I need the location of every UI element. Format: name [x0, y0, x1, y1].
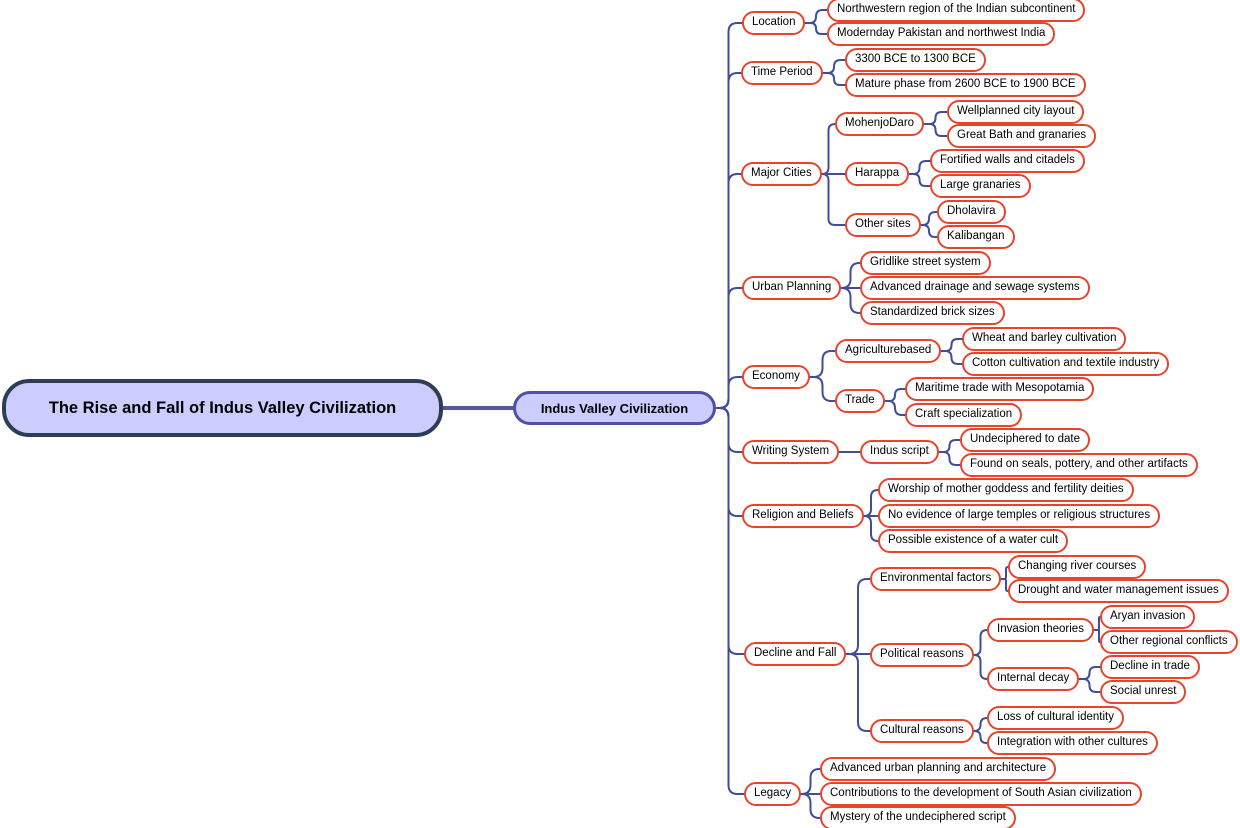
- mindmap-node[interactable]: Standardized brick sizes: [860, 301, 1005, 325]
- mindmap-node[interactable]: Harappa: [845, 162, 910, 186]
- connector-line: [884, 388, 906, 402]
- mindmap-node[interactable]: Religion and Beliefs: [742, 504, 864, 528]
- mindmap-node[interactable]: Mature phase from 2600 BCE to 1900 BCE: [845, 73, 1086, 97]
- mindmap-node[interactable]: Other regional conflicts: [1100, 630, 1238, 654]
- connector-line: [715, 376, 743, 409]
- mindmap-node[interactable]: Other sites: [845, 213, 921, 237]
- connector-line: [908, 173, 931, 187]
- connector-line: [973, 717, 988, 732]
- connector-line: [845, 578, 871, 655]
- mindmap-node[interactable]: Agriculturebased: [835, 339, 942, 363]
- mindmap-node[interactable]: Cultural reasons: [870, 719, 974, 743]
- connector-line: [1093, 616, 1101, 631]
- connector-line: [822, 59, 846, 74]
- mindmap-node[interactable]: Fortified walls and citadels: [930, 149, 1085, 173]
- mindmap-node[interactable]: Urban Planning: [742, 276, 842, 300]
- mindmap-node[interactable]: Craft specialization: [905, 403, 1023, 427]
- mindmap-node[interactable]: Drought and water management issues: [1008, 579, 1229, 603]
- connector-line: [1093, 629, 1101, 643]
- mindmap-node[interactable]: Political reasons: [870, 643, 974, 667]
- mindmap-node[interactable]: Location: [742, 11, 806, 35]
- connector-line: [973, 629, 988, 656]
- connector-line: [920, 211, 938, 226]
- connector-line: [938, 439, 961, 453]
- mindmap-node[interactable]: Modernday Pakistan and northwest India: [827, 22, 1056, 46]
- connector-line: [1078, 666, 1101, 680]
- mindmap-node[interactable]: Cotton cultivation and textile industry: [962, 352, 1170, 376]
- connector-line: [940, 350, 963, 365]
- mindmap-node[interactable]: Environmental factors: [870, 567, 1002, 591]
- mindmap-node[interactable]: No evidence of large temples or religiou…: [878, 504, 1161, 528]
- mindmap-node[interactable]: MohenjoDaro: [835, 112, 925, 136]
- connector-line: [715, 407, 745, 795]
- mindmap-node[interactable]: Found on seals, pottery, and other artif…: [960, 453, 1198, 477]
- mindmap-node[interactable]: Advanced urban planning and architecture: [820, 757, 1057, 781]
- mindmap-node[interactable]: Aryan invasion: [1100, 605, 1196, 629]
- mindmap-node[interactable]: Large granaries: [930, 174, 1031, 198]
- mindmap-node[interactable]: Wheat and barley cultivation: [962, 327, 1127, 351]
- mindmap-node[interactable]: Decline and Fall: [744, 642, 847, 666]
- connector-line: [1000, 578, 1009, 592]
- mindmap-node[interactable]: Major Cities: [741, 162, 822, 186]
- mindmap-node[interactable]: Loss of cultural identity: [987, 706, 1124, 730]
- connector-line: [938, 451, 961, 466]
- connector-line: [800, 768, 821, 795]
- mindmap-node[interactable]: Decline in trade: [1100, 655, 1200, 679]
- connector-line: [804, 22, 828, 35]
- connector-line: [800, 793, 821, 819]
- mindmap-node[interactable]: Northwestern region of the Indian subcon…: [827, 0, 1086, 22]
- connector-line: [809, 376, 836, 402]
- mindmap-node[interactable]: Mystery of the undeciphered script: [820, 806, 1016, 828]
- mindmap-node[interactable]: Economy: [742, 365, 810, 389]
- connector-line: [804, 9, 828, 24]
- connector-line: [845, 653, 871, 732]
- connector-line: [840, 287, 861, 314]
- mindmap-node[interactable]: Maritime trade with Mesopotamia: [905, 377, 1095, 401]
- mindmap-node[interactable]: Indus script: [860, 440, 939, 464]
- connector-line: [840, 262, 861, 289]
- mindmap-node[interactable]: Integration with other cultures: [987, 731, 1158, 755]
- connector-line: [1000, 566, 1009, 580]
- mindmap-node[interactable]: Worship of mother goddess and fertility …: [878, 478, 1134, 502]
- connector-line: [821, 123, 836, 175]
- mindmap-node[interactable]: Gridlike street system: [860, 251, 991, 275]
- connector-line: [884, 400, 906, 416]
- connector-line: [809, 350, 836, 378]
- mindmap-node[interactable]: Time Period: [741, 61, 823, 85]
- mindmap-node[interactable]: Kalibangan: [937, 225, 1015, 249]
- connector-line: [1078, 678, 1101, 693]
- mindmap-node[interactable]: Contributions to the development of Sout…: [820, 782, 1142, 806]
- connector-line: [863, 489, 879, 517]
- mindmap-node[interactable]: Legacy: [744, 782, 802, 806]
- connector-line: [863, 515, 879, 542]
- mindmap-node[interactable]: Writing System: [742, 440, 840, 464]
- mindmap-node[interactable]: Dholavira: [937, 200, 1006, 224]
- mindmap-node[interactable]: Invasion theories: [987, 618, 1094, 642]
- connector-line: [821, 173, 846, 226]
- connector-line: [940, 338, 963, 352]
- connector-line: [973, 730, 988, 744]
- connector-line: [822, 72, 846, 86]
- connector-line: [715, 407, 745, 655]
- mindmap-node[interactable]: Social unrest: [1100, 680, 1187, 704]
- mindmap-node[interactable]: 3300 BCE to 1300 BCE: [845, 48, 986, 72]
- mindmap-node[interactable]: Wellplanned city layout: [947, 100, 1085, 124]
- mindmap-node[interactable]: Undeciphered to date: [960, 428, 1090, 452]
- root-topic-node[interactable]: The Rise and Fall of Indus Valley Civili…: [2, 379, 443, 437]
- connector-line: [908, 160, 931, 175]
- connector-line: [920, 224, 938, 238]
- central-topic-node[interactable]: Indus Valley Civilization: [513, 391, 716, 425]
- mindmap-node[interactable]: Possible existence of a water cult: [878, 529, 1069, 553]
- connector-line: [923, 123, 948, 137]
- mindmap-node[interactable]: Trade: [835, 389, 885, 413]
- mindmap-node[interactable]: Internal decay: [987, 667, 1080, 691]
- connector-line: [923, 111, 948, 125]
- mindmap-node[interactable]: Advanced drainage and sewage systems: [860, 276, 1090, 300]
- mindmap-node[interactable]: Great Bath and granaries: [947, 124, 1097, 148]
- mindmap-node[interactable]: Changing river courses: [1008, 555, 1147, 579]
- connector-line: [973, 654, 988, 680]
